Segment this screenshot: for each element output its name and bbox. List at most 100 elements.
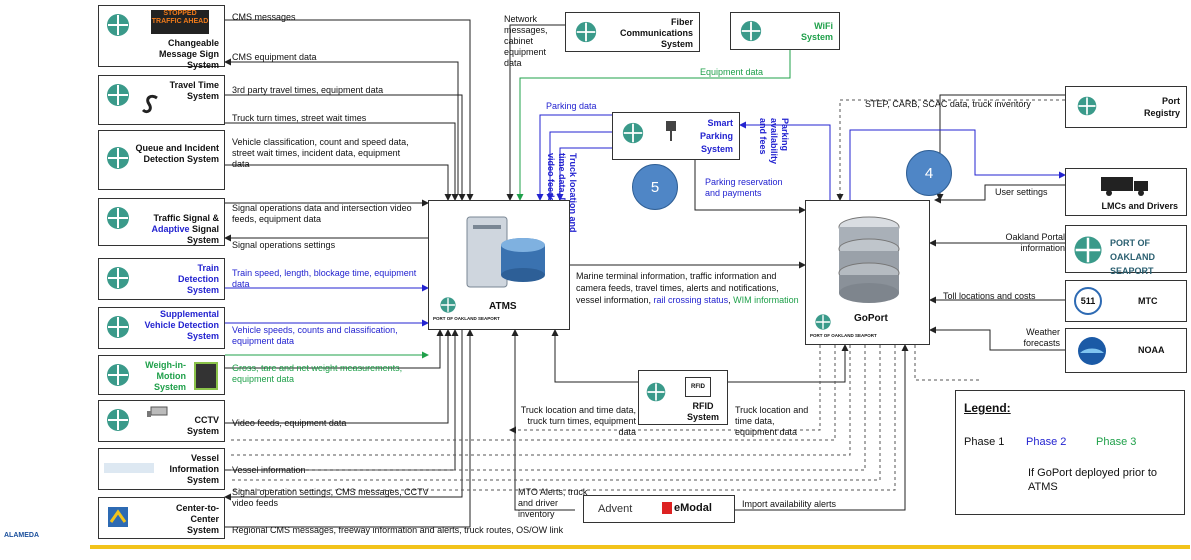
label-parking-availability: Parking availability and fees — [758, 118, 790, 165]
seaport-logo-icon — [107, 364, 129, 386]
legend-goport-note: If GoPort deployed prior to ATMS — [1028, 467, 1158, 493]
atms-title: ATMS — [489, 301, 517, 312]
label-c2c-out: Signal operation settings, CMS messages,… — [232, 487, 429, 508]
label-third-party: 3rd party travel times, equipment data — [232, 85, 384, 95]
cms-system-box: STOPPED TRAFFIC AHEAD Changeable Message… — [98, 5, 225, 70]
cctv-title: CCTV System — [186, 415, 219, 436]
label-cctv: Video feeds, equipment data — [232, 418, 347, 428]
seaport-logo-icon — [622, 122, 644, 144]
label-wim: Gross, tare and net weight measurements,… — [232, 363, 403, 384]
camera-icon — [147, 406, 168, 417]
seaport-logo-icon — [107, 84, 129, 106]
label-wifi-equipment: Equipment data — [700, 67, 764, 77]
label-network: Network messages, cabinet equipment data — [504, 14, 548, 68]
vessel-info-box: Vessel Information System — [98, 448, 225, 490]
label-rail-crossing: rail crossing status — [653, 295, 729, 305]
cctv-box: CCTV System — [98, 400, 225, 442]
rfid-box: RFID RFID System — [638, 370, 728, 425]
label-cms-equipment: CMS equipment data — [232, 52, 317, 62]
mtc-title: MTC — [1138, 296, 1158, 306]
wifi-title: WiFi System — [800, 21, 833, 42]
noaa-box: NOAA — [1065, 328, 1187, 373]
label-import-alerts: Import availability alerts — [742, 499, 837, 509]
label-signal-settings: Signal operations settings — [232, 240, 336, 250]
seaport-logo-icon — [646, 382, 666, 402]
seaport-logo-icon — [1077, 96, 1097, 116]
atms-box: PORT OF OAKLAND SEAPORT ATMS — [428, 200, 570, 330]
seaport-logo-icon — [107, 316, 129, 338]
seaport-logo-icon — [107, 409, 129, 431]
label-mto-alerts: MTO Alerts, truck and driver inventory — [518, 487, 588, 519]
legend-phase1: Phase 1 — [964, 436, 1005, 448]
smart-parking-box: Smart Parking System — [612, 112, 740, 160]
mtc-511-badge: 511 — [1074, 287, 1102, 315]
legend-title: Legend: — [964, 401, 1011, 415]
label-toll: Toll locations and costs — [943, 291, 1036, 301]
train-detection-box: Train Detection System — [98, 258, 225, 300]
seaport-title: PORT OF OAKLAND SEAPORT — [1110, 238, 1155, 276]
legend-phase2: Phase 2 — [1026, 436, 1067, 448]
smart-parking-title: Smart Parking System — [699, 118, 733, 154]
rfid-title: RFID System — [686, 401, 720, 422]
label-wim-information: WIM information — [733, 295, 799, 305]
caltrans-logo-icon — [108, 507, 128, 527]
label-rfid-left: Truck location and time data, truck turn… — [520, 405, 636, 437]
supplemental-detection-title: Supplemental Vehicle Detection System — [144, 309, 219, 341]
center-to-center-box: Center-to-Center System — [98, 497, 225, 539]
sensor-icon — [141, 94, 158, 114]
legend: Legend: Phase 1 Phase 2 Phase 3 If GoPor… — [955, 390, 1185, 515]
queue-detection-title: Queue and Incident Detection System — [135, 143, 219, 164]
goport-title: GoPort — [854, 313, 888, 324]
label-weather: Weather forecasts — [1023, 327, 1060, 348]
label-train: Train speed, length, blockage time, equi… — [232, 268, 417, 289]
label-supp: Vehicle speeds, counts and classificatio… — [232, 325, 398, 346]
alameda-logo: ALAMEDA — [4, 532, 39, 539]
fiber-box: Fiber Communications System — [565, 12, 700, 52]
vessel-logo-icon — [104, 463, 154, 473]
center-to-center-title: Center-to-Center System — [176, 503, 219, 535]
vessel-info-title: Vessel Information System — [169, 453, 220, 485]
advent-emodal-box: Advent eModal — [583, 495, 735, 523]
label-truck-turn: Truck turn times, street wait times — [232, 113, 367, 123]
truck-icon — [1101, 177, 1148, 196]
lmc-drivers-box: LMCs and Drivers — [1065, 168, 1187, 216]
footer-bar — [90, 545, 1190, 549]
label-queue-data: Vehicle classification, count and speed … — [232, 137, 409, 169]
marker-4: 4 — [906, 150, 952, 196]
marker-5: 5 — [632, 164, 678, 210]
lmc-drivers-title: LMCs and Drivers — [1101, 201, 1178, 211]
parking-meter-icon — [666, 121, 676, 141]
travel-time-box: Travel Time System — [98, 75, 225, 125]
wifi-box: WiFi System — [730, 12, 840, 50]
seaport-logo-icon — [107, 207, 129, 229]
rfid-tag-icon: RFID — [685, 377, 711, 397]
server-database-icon — [466, 216, 545, 288]
travel-time-title: Travel Time System — [169, 80, 219, 101]
label-step-carb: STEP, CARB, SCAC data, truck inventory — [865, 99, 1031, 109]
seaport-logo-icon — [740, 20, 762, 42]
train-detection-title: Train Detection System — [177, 263, 219, 295]
emodal-logo: eModal — [662, 502, 712, 514]
noaa-title: NOAA — [1138, 345, 1165, 355]
label-marine-terminal: Marine terminal information, traffic inf… — [576, 271, 799, 305]
seaport-logo-icon — [107, 267, 129, 289]
label-parking-data: Parking data — [546, 101, 597, 111]
label-oakland-portal: Oakland Portal information — [1005, 232, 1065, 253]
cms-system-title: Changeable Message Sign System — [158, 38, 219, 70]
label-signal-ops: Signal operations data and intersection … — [232, 203, 412, 224]
label-rfid-right: Truck location and time data, equipment … — [735, 405, 809, 437]
label-parking-reservation: Parking reservation and payments — [705, 177, 783, 198]
weigh-in-motion-title: Weigh-in-Motion System — [145, 360, 186, 392]
supplemental-detection-box: Supplemental Vehicle Detection System — [98, 307, 225, 349]
atms-logo-caption: PORT OF OAKLAND SEAPORT — [433, 316, 500, 321]
queue-detection-box: Queue and Incident Detection System — [98, 130, 225, 190]
seaport-logo-icon — [1074, 236, 1102, 264]
fiber-title: Fiber Communications System — [619, 17, 693, 49]
cms-sign-icon: STOPPED TRAFFIC AHEAD — [151, 10, 209, 34]
seaport-logo-icon — [107, 14, 129, 36]
seaport-logo-icon — [440, 297, 456, 313]
mtc-box: 511 MTC — [1065, 280, 1187, 322]
seaport-logo-icon — [815, 314, 831, 330]
label-cms-messages: CMS messages — [232, 12, 296, 22]
